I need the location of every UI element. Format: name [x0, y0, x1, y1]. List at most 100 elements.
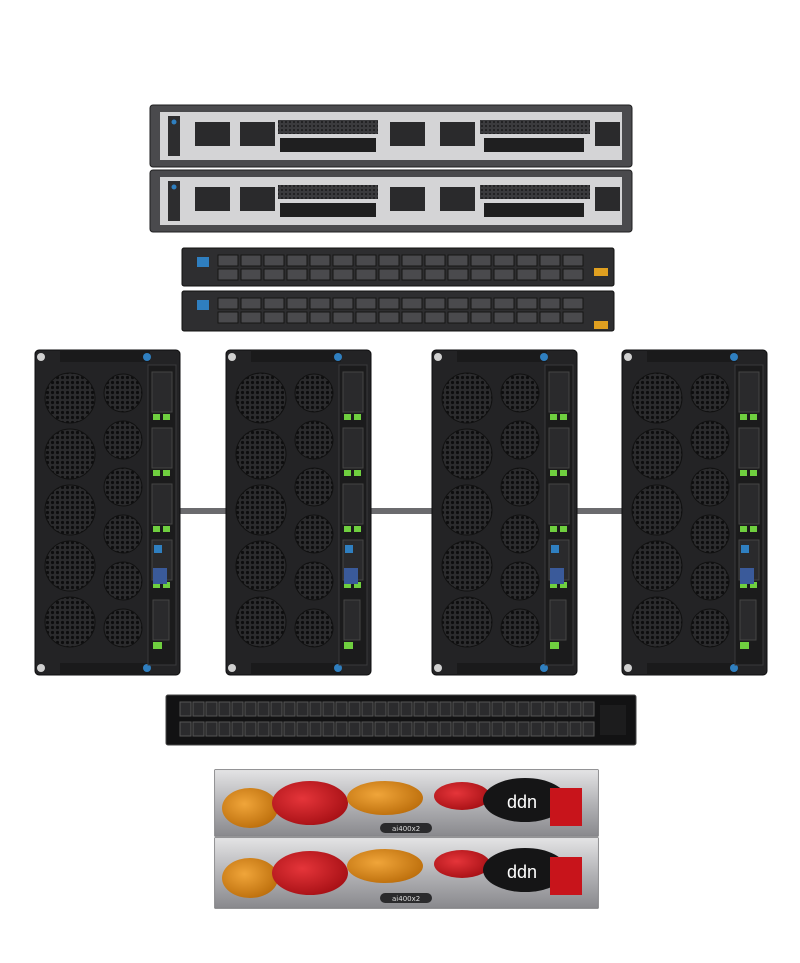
fan-grille-icon	[631, 596, 683, 648]
fan-grille-icon	[631, 540, 683, 592]
qsfp-port-icon	[569, 721, 582, 737]
qsfp-port-icon	[413, 701, 426, 717]
qsfp-port-icon	[516, 311, 538, 324]
fan-grille-icon	[235, 428, 287, 480]
ethernet-switch-stack	[181, 247, 615, 332]
qsfp-port-icon	[296, 701, 309, 717]
qsfp-port-icon	[387, 701, 400, 717]
fan-grille-icon	[690, 514, 730, 554]
qsfp-port-icon	[582, 701, 595, 717]
fan-grille-icon	[235, 596, 287, 648]
qsfp-port-icon	[447, 311, 469, 324]
qsfp-port-icon	[263, 268, 285, 281]
qsfp-port-icon	[286, 297, 308, 310]
qsfp-port-icon	[470, 297, 492, 310]
qsfp-port-icon	[491, 701, 504, 717]
core-switch-bottom	[149, 169, 633, 233]
qsfp-port-icon	[374, 721, 387, 737]
fan-grille-icon	[500, 467, 540, 507]
ddn-logo-top: ddn	[507, 792, 537, 812]
qsfp-port-icon	[205, 721, 218, 737]
qsfp-port-icon	[504, 721, 517, 737]
fan-grille-icon	[441, 484, 493, 536]
qsfp-port-icon	[332, 297, 354, 310]
ethernet-switch-bottom	[181, 290, 615, 332]
qsfp-port-icon	[401, 311, 423, 324]
qsfp-port-icon	[217, 297, 239, 310]
qsfp-port-icon	[478, 721, 491, 737]
qsfp-port-icon	[309, 311, 331, 324]
storage-model-label-bottom: ai400x2	[392, 895, 420, 903]
fan-grille-icon	[103, 561, 143, 601]
qsfp-port-icon	[493, 268, 515, 281]
server-interconnect-links	[178, 508, 623, 514]
qsfp-port-icon	[270, 701, 283, 717]
gpu-server	[225, 349, 372, 676]
fan-grille-icon	[690, 373, 730, 413]
qsfp-port-icon	[348, 721, 361, 737]
gpu-server	[431, 349, 578, 676]
fan-grille-icon	[44, 596, 96, 648]
qsfp-port-icon	[413, 721, 426, 737]
fan-grille-icon	[500, 561, 540, 601]
qsfp-port-icon	[179, 721, 192, 737]
qsfp-port-icon	[192, 721, 205, 737]
qsfp-port-icon	[447, 297, 469, 310]
qsfp-port-icon	[240, 297, 262, 310]
qsfp-port-icon	[263, 254, 285, 267]
qsfp-port-icon	[231, 721, 244, 737]
qsfp-port-icon	[244, 721, 257, 737]
qsfp-port-icon	[539, 268, 561, 281]
qsfp-port-icon	[452, 701, 465, 717]
qsfp-port-icon	[539, 311, 561, 324]
qsfp-port-icon	[447, 254, 469, 267]
fan-grille-icon	[631, 428, 683, 480]
fan-grille-icon	[294, 420, 334, 460]
qsfp-port-icon	[478, 701, 491, 717]
qsfp-port-icon	[217, 311, 239, 324]
qsfp-port-icon	[424, 311, 446, 324]
qsfp-port-icon	[332, 254, 354, 267]
qsfp-port-icon	[401, 254, 423, 267]
qsfp-port-icon	[562, 254, 584, 267]
qsfp-port-icon	[582, 721, 595, 737]
fan-grille-icon	[690, 420, 730, 460]
storage-appliance-stack: ddn ai400x2 ddn ai400x2	[214, 769, 599, 909]
fan-grille-icon	[44, 484, 96, 536]
qsfp-port-icon	[179, 701, 192, 717]
fan-grille-icon	[44, 372, 96, 424]
qsfp-port-icon	[452, 721, 465, 737]
qsfp-port-icon	[400, 721, 413, 737]
qsfp-port-icon	[378, 268, 400, 281]
fan-grille-icon	[294, 608, 334, 648]
qsfp-port-icon	[286, 268, 308, 281]
fan-grille-icon	[441, 372, 493, 424]
qsfp-port-icon	[231, 701, 244, 717]
fan-grille-icon	[44, 428, 96, 480]
fan-grille-icon	[235, 372, 287, 424]
qsfp-port-icon	[562, 268, 584, 281]
qsfp-port-icon	[439, 721, 452, 737]
fan-grille-icon	[441, 540, 493, 592]
qsfp-port-icon	[491, 721, 504, 737]
qsfp-port-icon	[493, 311, 515, 324]
qsfp-port-icon	[309, 701, 322, 717]
qsfp-port-icon	[539, 297, 561, 310]
fan-grille-icon	[294, 514, 334, 554]
qsfp-port-icon	[332, 311, 354, 324]
qsfp-port-icon	[257, 701, 270, 717]
core-switch-top	[149, 104, 633, 168]
qsfp-port-icon	[401, 268, 423, 281]
fan-grille-icon	[44, 540, 96, 592]
qsfp-port-icon	[493, 297, 515, 310]
qsfp-port-icon	[424, 297, 446, 310]
qsfp-port-icon	[217, 254, 239, 267]
qsfp-port-icon	[309, 721, 322, 737]
fan-grille-icon	[441, 596, 493, 648]
fan-grille-icon	[690, 467, 730, 507]
qsfp-port-icon	[322, 701, 335, 717]
qsfp-port-icon	[530, 721, 543, 737]
qsfp-port-icon	[335, 721, 348, 737]
qsfp-port-icon	[543, 721, 556, 737]
